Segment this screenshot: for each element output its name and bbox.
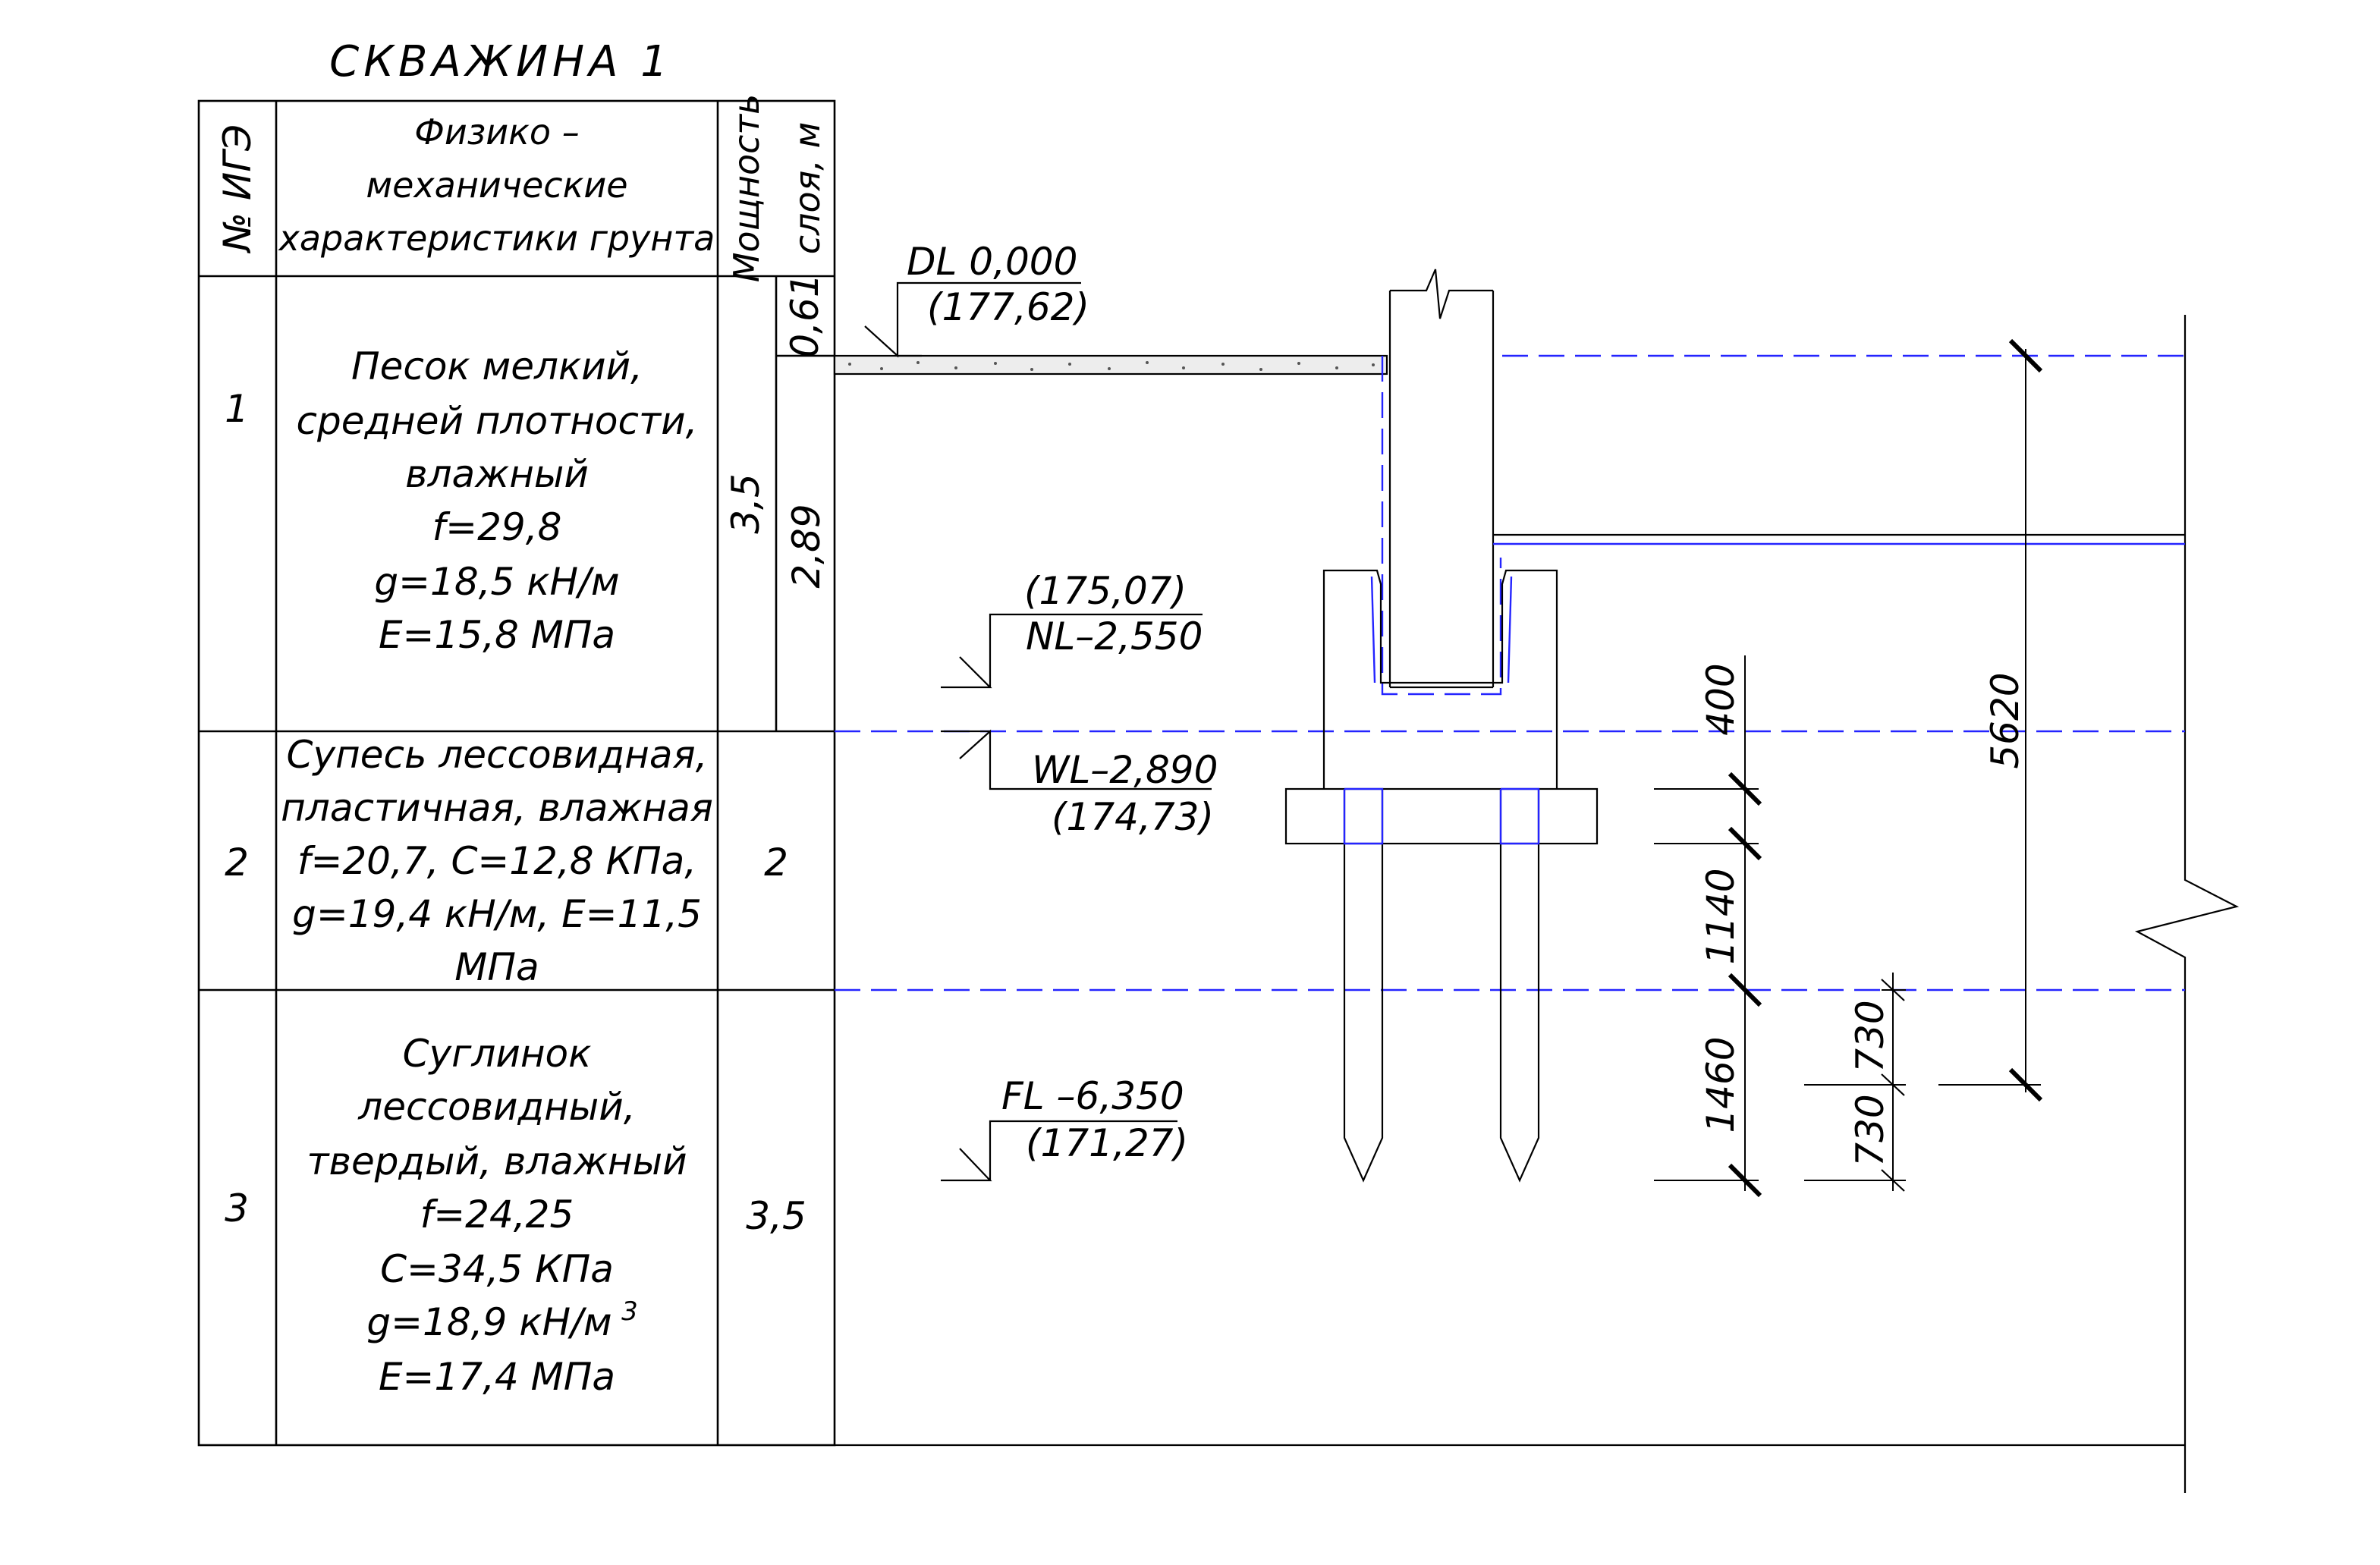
header-properties-line-2: механические: [366, 165, 627, 206]
wl-label: WL–2,890: [1032, 748, 1218, 792]
drawing-title: СКВАЖИНА 1: [329, 37, 672, 86]
row2-number: 2: [225, 841, 249, 885]
socket-inner-left: [1370, 576, 1376, 684]
dl-abs: (177,62): [927, 285, 1089, 329]
dimension-chain-right: 730 730: [1804, 973, 1906, 1192]
row1-line-2: средней плотности,: [296, 399, 697, 443]
socket-pedestal: [1322, 569, 1558, 789]
dl-label: DL 0,000: [907, 240, 1077, 284]
pile-left-embed: [1343, 787, 1384, 845]
row2-line-1: Супесь лессовидная,: [287, 733, 708, 777]
floor-slab: [833, 354, 1388, 376]
floor-slab-hatch: [848, 361, 1375, 371]
fl-abs: (171,27): [1026, 1121, 1188, 1165]
level-mark-nl: (175,07) NL–2,550: [941, 569, 1203, 689]
table-frame: [197, 99, 836, 1447]
row2-line-2: пластичная, влажная: [281, 786, 713, 830]
dim-730-top: 730: [1848, 1000, 1892, 1072]
row3-line-1: Суглинок: [403, 1032, 592, 1076]
row2-thickness: 2: [764, 841, 788, 885]
dim-1460: 1460: [1699, 1036, 1743, 1133]
header-thickness-line-1: Мощность: [726, 94, 767, 283]
socket-inner-right: [1507, 576, 1513, 684]
dimension-overall: 5620: [1938, 338, 2043, 1102]
header-properties-line-3: характеристики грунта: [278, 218, 715, 259]
soil-table: [197, 99, 836, 1447]
row3-line-7: E=17,4 МПа: [379, 1355, 615, 1399]
dimension-chain-left: 400 1140 1460: [1654, 655, 1762, 1198]
column-hidden-outline: [1381, 356, 1502, 696]
row1-line-6: E=15,8 МПа: [379, 613, 615, 657]
row1-sub-thickness-bottom: 2,89: [784, 504, 828, 588]
column-break-mark: [1390, 269, 1493, 319]
row3-line-5: C=34,5 КПа: [380, 1247, 614, 1291]
level-mark-wl: WL–2,890 (174,73): [941, 729, 1218, 839]
row1-line-3: влажный: [405, 452, 589, 496]
row2-line-4: g=19,4 кН/м, E=11,5: [292, 892, 702, 936]
dim-400: 400: [1699, 663, 1743, 735]
header-thickness-line-2: слоя, м: [787, 122, 828, 254]
row1-line-1: Песок мелкий,: [351, 344, 643, 388]
level-mark-fl: FL –6,350 (171,27): [941, 1074, 1188, 1182]
profile-break-line: [2134, 315, 2240, 1493]
pile-right: [1499, 789, 1540, 1183]
nl-label: NL–2,550: [1026, 614, 1203, 658]
row3-thickness: 3,5: [746, 1194, 806, 1238]
header-properties-line-1: Физико –: [414, 112, 579, 152]
row3-number: 3: [225, 1186, 249, 1230]
row1-line-4: f=29,8: [432, 505, 562, 549]
row3-line-6: g=18,9 кН/м: [366, 1300, 612, 1344]
row1-thickness: 3,5: [724, 473, 768, 534]
level-mark-dl: DL 0,000 (177,62): [864, 240, 1089, 358]
row3-superscript: 3: [621, 1296, 638, 1327]
row3-line-2: лессовидный,: [357, 1085, 635, 1129]
pile-left: [1343, 789, 1384, 1183]
soil-profile: [833, 269, 2240, 1493]
pile-cap: [1284, 787, 1599, 845]
row3-line-3: твердый, влажный: [307, 1139, 687, 1183]
header-ige-number: № ИГЭ: [215, 124, 259, 254]
nl-abs: (175,07): [1024, 569, 1187, 613]
dim-1140: 1140: [1699, 868, 1743, 964]
dim-730-bottom: 730: [1848, 1094, 1892, 1166]
row2-line-3: f=20,7, C=12,8 КПа,: [297, 839, 696, 883]
row1-sub-thickness-top: 0,61: [783, 273, 827, 357]
pile-right-embed: [1499, 787, 1540, 845]
row1-line-5: g=18,5 кН/м: [374, 560, 619, 604]
row2-line-5: МПа: [454, 945, 539, 989]
wl-abs: (174,73): [1052, 795, 1214, 839]
fl-label: FL –6,350: [1001, 1074, 1184, 1118]
row1-number: 1: [225, 387, 249, 431]
row3-line-4: f=24,25: [420, 1193, 574, 1237]
dim-5620: 5620: [1983, 672, 2027, 768]
